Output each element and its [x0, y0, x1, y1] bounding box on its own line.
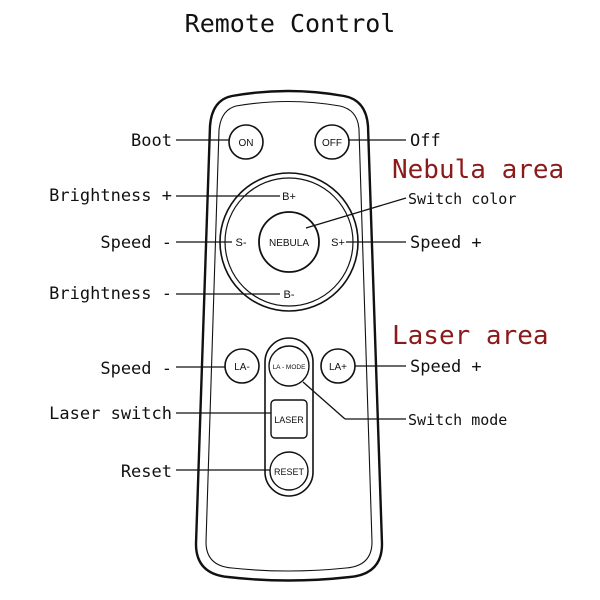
callout-brightness-minus: Brightness -: [49, 284, 172, 304]
laser-speed-down-label: LA-: [234, 362, 250, 373]
callout-laser-switch: Laser switch: [49, 404, 172, 424]
callout-switch-mode: Switch mode: [408, 411, 507, 429]
laser-area-heading: Laser area: [392, 321, 549, 351]
off-button-label: OFF: [322, 138, 342, 149]
speed-up-button[interactable]: S+: [331, 237, 345, 249]
callout-speed-plus-laser: Speed +: [410, 357, 482, 377]
callout-brightness-plus: Brightness +: [49, 186, 172, 206]
callout-switch-color: Switch color: [408, 190, 516, 208]
callout-boot: Boot: [131, 131, 172, 151]
remote-body: [194, 89, 384, 582]
laser-speed-up-label: LA+: [329, 362, 347, 373]
callout-speed-minus-laser: Speed -: [100, 359, 172, 379]
callout-speed-minus-nebula: Speed -: [100, 233, 172, 253]
laser-toggle-button[interactable]: LASER: [270, 399, 308, 439]
laser-toggle-label: LASER: [274, 415, 304, 425]
callout-off: Off: [410, 131, 441, 151]
off-button[interactable]: OFF: [314, 124, 350, 160]
laser-mode-button[interactable]: LA - MODE: [268, 345, 310, 387]
speed-down-button[interactable]: S-: [236, 237, 247, 249]
laser-mode-label: LA - MODE: [273, 364, 307, 371]
callout-leaders: [176, 139, 407, 471]
laser-speed-up-button[interactable]: LA+: [320, 348, 356, 384]
reset-button-label: RESET: [274, 467, 305, 477]
diagram-title: Remote Control: [185, 9, 396, 38]
nebula-area-heading: Nebula area: [392, 155, 564, 185]
callout-speed-plus-nebula: Speed +: [410, 233, 482, 253]
reset-button[interactable]: RESET: [269, 451, 309, 491]
callout-reset: Reset: [121, 462, 172, 482]
laser-button-column: [264, 337, 314, 497]
nebula-button-label: NEBULA: [269, 238, 309, 249]
brightness-up-button[interactable]: B+: [282, 191, 296, 203]
brightness-down-button[interactable]: B-: [284, 289, 295, 301]
laser-speed-down-button[interactable]: LA-: [224, 348, 260, 384]
on-button[interactable]: ON: [228, 124, 264, 160]
on-button-label: ON: [239, 138, 254, 149]
nebula-button[interactable]: NEBULA: [258, 211, 320, 273]
